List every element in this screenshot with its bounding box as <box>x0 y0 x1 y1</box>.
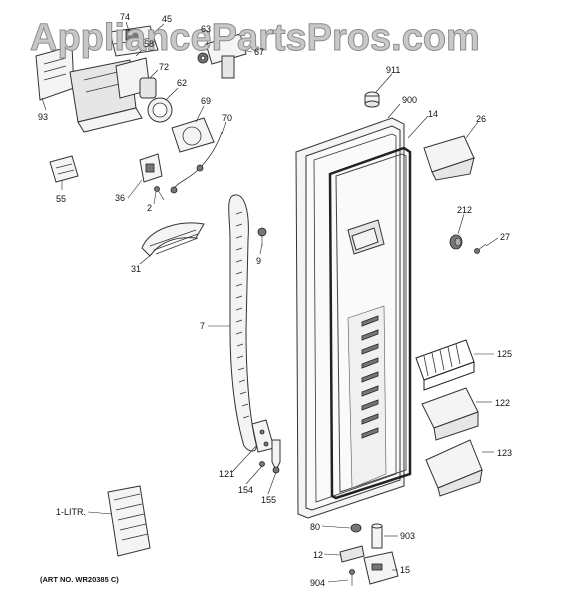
callout-154: 154 <box>238 485 253 495</box>
callout-36: 36 <box>115 193 125 203</box>
callout-45: 45 <box>162 14 172 24</box>
hinge-155 <box>271 439 281 474</box>
handle-7 <box>228 194 257 452</box>
hinge-15 <box>363 551 399 585</box>
callout-80: 80 <box>310 522 320 532</box>
callout-125: 125 <box>497 349 512 359</box>
bracket-55 <box>49 155 79 183</box>
knob-212 <box>449 234 463 250</box>
watermark: AppliancePartsPros.com <box>30 17 480 59</box>
pin-903 <box>371 523 383 549</box>
callout-55: 55 <box>56 194 66 204</box>
callout-1-litr: 1-LITR. <box>56 507 86 517</box>
callout-904: 904 <box>310 578 325 588</box>
plate-12 <box>339 545 365 563</box>
callout-14: 14 <box>428 109 438 119</box>
callout-911: 911 <box>386 65 400 75</box>
motor-58-72 <box>115 57 157 99</box>
callout-63: 63 <box>201 24 211 34</box>
callout-155: 155 <box>261 495 276 505</box>
callout-903: 903 <box>400 531 415 541</box>
callout-15: 15 <box>400 565 410 575</box>
bracket-121 <box>251 419 275 453</box>
literature-1 <box>107 485 151 557</box>
screw-27 <box>474 243 487 254</box>
door-gasket-14 <box>328 146 412 500</box>
callout-900: 900 <box>402 95 417 105</box>
cap-911 <box>364 91 380 108</box>
callout-12: 12 <box>313 550 323 560</box>
callout-93: 93 <box>38 112 48 122</box>
callout-9: 9 <box>256 256 261 266</box>
callout-122: 122 <box>495 398 510 408</box>
callout-26: 26 <box>476 114 486 124</box>
cap-26 <box>423 135 475 181</box>
art-number: (ART NO. WR20385 C) <box>40 575 119 584</box>
bushing-80 <box>350 523 362 533</box>
callout-212: 212 <box>457 205 472 215</box>
callout-121: 121 <box>219 469 234 479</box>
bracket-63-67 <box>197 33 247 79</box>
callout-58: 58 <box>144 39 154 49</box>
actuator-74-45 <box>109 25 159 57</box>
housing-69 <box>171 117 215 153</box>
screw-154 <box>259 461 265 467</box>
callout-7: 7 <box>200 321 205 331</box>
callout-72: 72 <box>159 62 169 72</box>
callout-62: 62 <box>177 78 187 88</box>
callout-70: 70 <box>222 113 232 123</box>
ring-62 <box>147 97 173 123</box>
door-liner-shelf-supports <box>347 305 387 489</box>
callout-2: 2 <box>147 203 152 213</box>
callout-67: 67 <box>254 47 264 57</box>
wire-harness-70 <box>170 131 223 194</box>
screw-9 <box>257 227 267 246</box>
leader-lines <box>41 21 499 583</box>
callout-123: 123 <box>497 448 512 458</box>
dispenser-recess <box>347 219 385 255</box>
grille-31 <box>141 222 205 257</box>
callout-27: 27 <box>500 232 510 242</box>
callout-31: 31 <box>131 264 141 274</box>
callout-69: 69 <box>201 96 211 106</box>
shelf-125 <box>415 339 475 391</box>
screw-904 <box>349 569 355 586</box>
screw-2 <box>154 186 165 201</box>
bin-123 <box>425 439 483 497</box>
callout-74: 74 <box>120 12 130 22</box>
switch-36 <box>139 153 163 183</box>
bin-122 <box>421 387 479 441</box>
